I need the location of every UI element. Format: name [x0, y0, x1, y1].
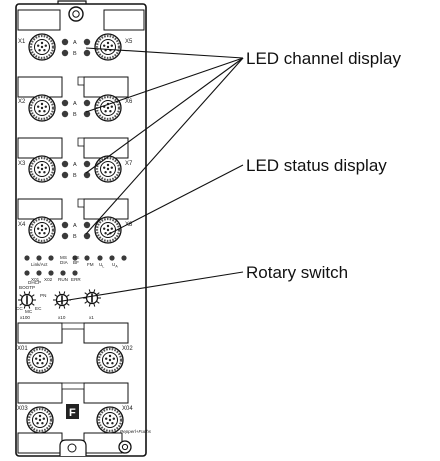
led-x6-a — [83, 99, 91, 107]
callout-led-channel-display: LED channel display — [246, 49, 401, 68]
status-label-ua: UA — [112, 262, 118, 269]
status-label-err: ERR — [71, 277, 81, 282]
led-x7-a — [83, 160, 91, 168]
leader-channel-4 — [85, 57, 244, 235]
connector-x3 — [28, 155, 56, 183]
leader-status — [106, 164, 244, 236]
mount-hole-bottom — [67, 443, 77, 453]
connector-x2 — [28, 94, 56, 122]
label-slot — [83, 137, 129, 159]
connector-x03 — [26, 406, 54, 434]
connector-x02 — [96, 346, 124, 374]
bus-section — [17, 322, 129, 404]
brand-wordmark: Pepperl+Fuchs — [120, 429, 152, 434]
status-label-link-act: Link/Act — [31, 262, 48, 267]
port-label-x02: X02 — [122, 346, 133, 352]
led-label-b: B — [73, 112, 77, 118]
status-label-x02: X02 — [44, 277, 53, 282]
status-led-block: Link/Act MS DIA NS BF FM UL UA X01 X02 R… — [24, 255, 127, 282]
port-label-x5: X5 — [125, 39, 133, 45]
top-mount — [17, 6, 145, 31]
label-slot — [83, 76, 129, 98]
connector-x5 — [94, 33, 122, 61]
leader-lines — [55, 47, 244, 303]
callout-led-status-display: LED status display — [246, 156, 387, 175]
switch-label-cc: CC — [16, 306, 23, 311]
brand-logo-mark: F — [69, 407, 76, 419]
switch-label-dhcp: DHCP — [28, 280, 41, 285]
led-x8-b — [83, 232, 91, 240]
bus-connectors — [26, 346, 124, 434]
led-label-b: B — [73, 51, 77, 57]
port-label-x1: X1 — [18, 39, 26, 45]
led-x4-b — [61, 232, 69, 240]
port-label-x7: X7 — [125, 161, 133, 167]
status-label-x01: X01 — [31, 277, 40, 282]
port-label-x03: X03 — [17, 406, 28, 412]
switch-label-mc: MC — [25, 309, 33, 314]
bottom-mount — [17, 432, 132, 456]
status-label-ms: MS — [60, 255, 67, 260]
status-label-ns: NS — [73, 255, 79, 260]
led-x3-a — [61, 160, 69, 168]
port-label-x01: X01 — [17, 346, 28, 352]
led-x1-a — [61, 38, 69, 46]
status-led-row-bottom — [24, 270, 78, 276]
led-label-a: A — [73, 223, 77, 229]
led-label-b: B — [73, 234, 77, 240]
port-label-x4: X4 — [18, 222, 26, 228]
label-slot — [83, 198, 129, 220]
leader-channel-1 — [85, 47, 244, 59]
status-led-row-top — [24, 255, 127, 261]
status-label-bf: BF — [73, 260, 79, 265]
connector-x8 — [94, 216, 122, 244]
connector-x01 — [26, 346, 54, 374]
label-slot — [17, 198, 63, 220]
connector-x1 — [28, 33, 56, 61]
led-x3-b — [61, 171, 69, 179]
callout-rotary-switch: Rotary switch — [246, 263, 348, 282]
port-label-x8: X8 — [125, 222, 133, 228]
rotary-switch-x100 — [18, 291, 36, 309]
leader-channel-3 — [85, 57, 244, 174]
port-label-x04: X04 — [122, 406, 133, 412]
label-slot — [17, 137, 63, 159]
port-label-x6: X6 — [125, 99, 133, 105]
switch-label-bootp: BOOTP — [19, 285, 35, 290]
led-x5-a — [83, 38, 91, 46]
led-x4-a — [61, 221, 69, 229]
port-label-x2: X2 — [18, 99, 26, 105]
connector-x6 — [94, 94, 122, 122]
leader-channel-2 — [85, 57, 244, 113]
switch-label-pn: PN — [40, 293, 46, 298]
status-label-dia: DIA — [60, 260, 69, 265]
switch-label-x100: x100 — [20, 315, 30, 320]
led-x2-a — [61, 99, 69, 107]
led-x1-b — [61, 49, 69, 57]
led-label-a: A — [73, 162, 77, 168]
brand-logo: F — [66, 404, 79, 419]
connector-x4 — [28, 216, 56, 244]
led-label-b: B — [73, 173, 77, 179]
label-slot — [17, 76, 63, 98]
led-x6-b — [83, 110, 91, 118]
switch-label-x10: x10 — [58, 315, 66, 320]
led-x7-b — [83, 171, 91, 179]
leader-rotary — [55, 271, 244, 303]
port-label-x3: X3 — [18, 161, 26, 167]
led-x5-b — [83, 49, 91, 57]
switch-label-ec: EC — [35, 306, 42, 311]
led-label-a: A — [73, 40, 77, 46]
status-label-fm: FM — [87, 262, 94, 267]
status-label-ul: UL — [99, 262, 104, 269]
led-x2-b — [61, 110, 69, 118]
connector-x7 — [94, 155, 122, 183]
status-label-run: RUN — [58, 277, 68, 282]
led-label-a: A — [73, 101, 77, 107]
led-x8-a — [83, 221, 91, 229]
switch-label-x1: x1 — [89, 315, 94, 320]
